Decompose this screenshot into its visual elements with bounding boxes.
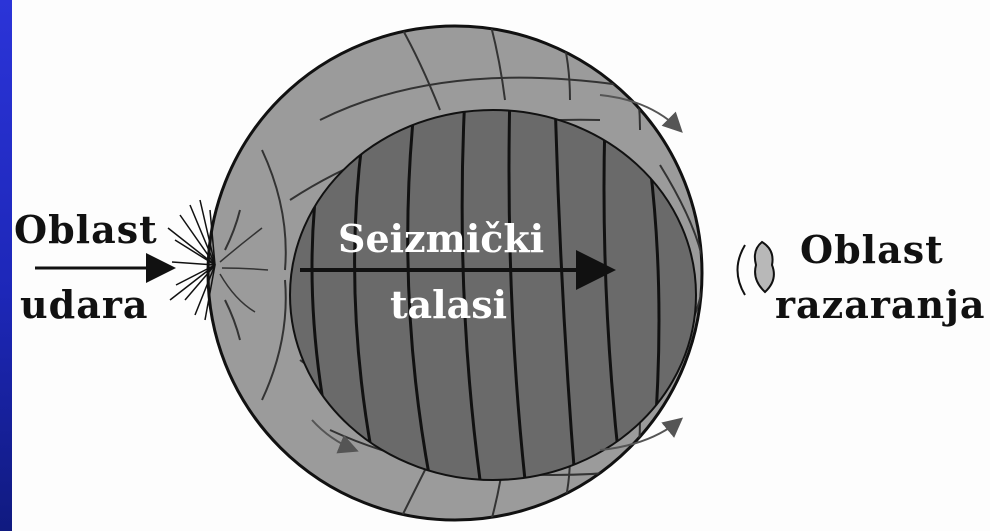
- slide-sidebar-accent: [0, 0, 12, 531]
- waves-label-line2: talasi: [390, 283, 507, 327]
- impact-label-line2: udara: [20, 283, 148, 327]
- destruction-label-line2: razaranja: [775, 283, 986, 327]
- waves-label-line1: Seizmički: [338, 217, 544, 261]
- destruction-label-line1: Oblast: [800, 228, 944, 272]
- impact-label-line1: Oblast: [14, 208, 158, 252]
- destruction-area-icon: [755, 242, 774, 292]
